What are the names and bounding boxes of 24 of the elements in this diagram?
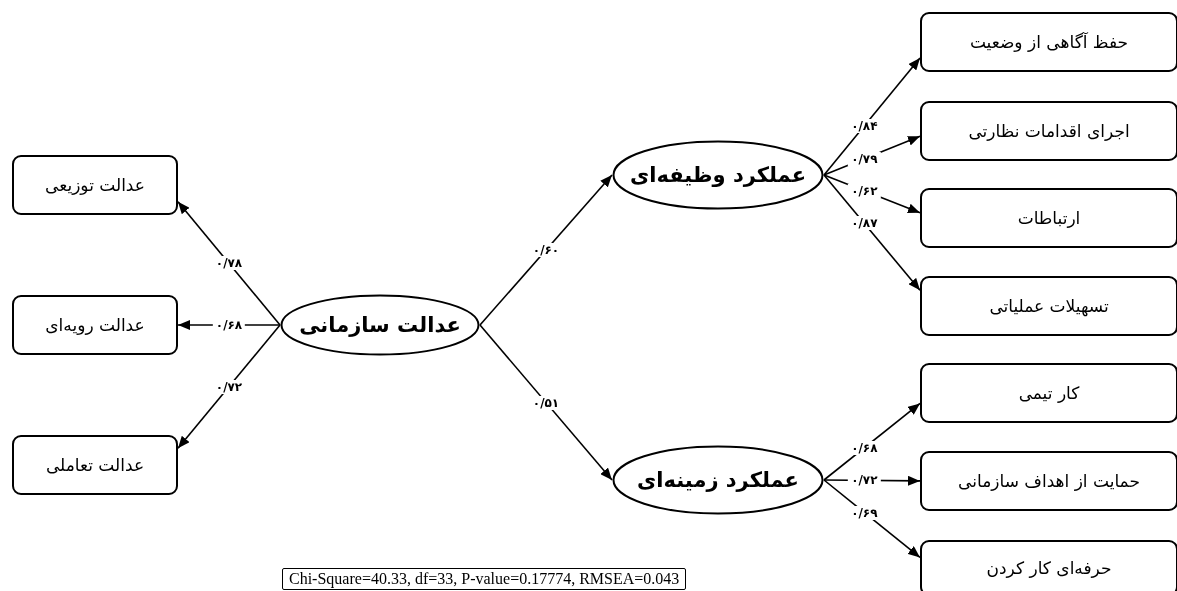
arrow xyxy=(823,174,921,292)
indicator-box: عدالت تعاملی xyxy=(12,435,178,495)
indicator-box: تسهیلات عملیاتی xyxy=(920,276,1177,336)
edge-label: ۰/۷۲ xyxy=(848,473,881,488)
arrow xyxy=(177,201,281,326)
indicator-box: ارتباطات xyxy=(920,188,1177,248)
indicator-box: عدالت رویه‌ای xyxy=(12,295,178,355)
edge-label: ۰/۶۲ xyxy=(848,183,881,198)
indicator-box: حفظ آگاهی از وضعیت xyxy=(920,12,1177,72)
arrow xyxy=(823,57,921,176)
indicator-box: اجرای اقدامات نظارتی xyxy=(920,101,1177,161)
fit-statistics: Chi-Square=40.33, df=33, P-value=0.17774, RMSEA=0.043 xyxy=(282,568,687,590)
arrow xyxy=(479,174,613,326)
indicator-box: کار تیمی xyxy=(920,363,1177,423)
indicator-box: حمایت از اهداف سازمانی xyxy=(920,451,1177,511)
edge-label: ۰/۶۸ xyxy=(212,318,246,332)
latent-ellipse: عدالت سازمانی xyxy=(280,294,480,356)
arrow xyxy=(177,324,281,449)
latent-ellipse: عملکرد زمینه‌ای xyxy=(612,445,824,515)
indicator-box: عدالت توزیعی xyxy=(12,155,178,215)
edge-label: ۰/۷۹ xyxy=(848,151,881,166)
indicator-box: حرفه‌ای کار کردن xyxy=(920,540,1177,591)
latent-ellipse: عملکرد وظیفه‌ای xyxy=(612,140,824,210)
arrow xyxy=(479,324,613,481)
